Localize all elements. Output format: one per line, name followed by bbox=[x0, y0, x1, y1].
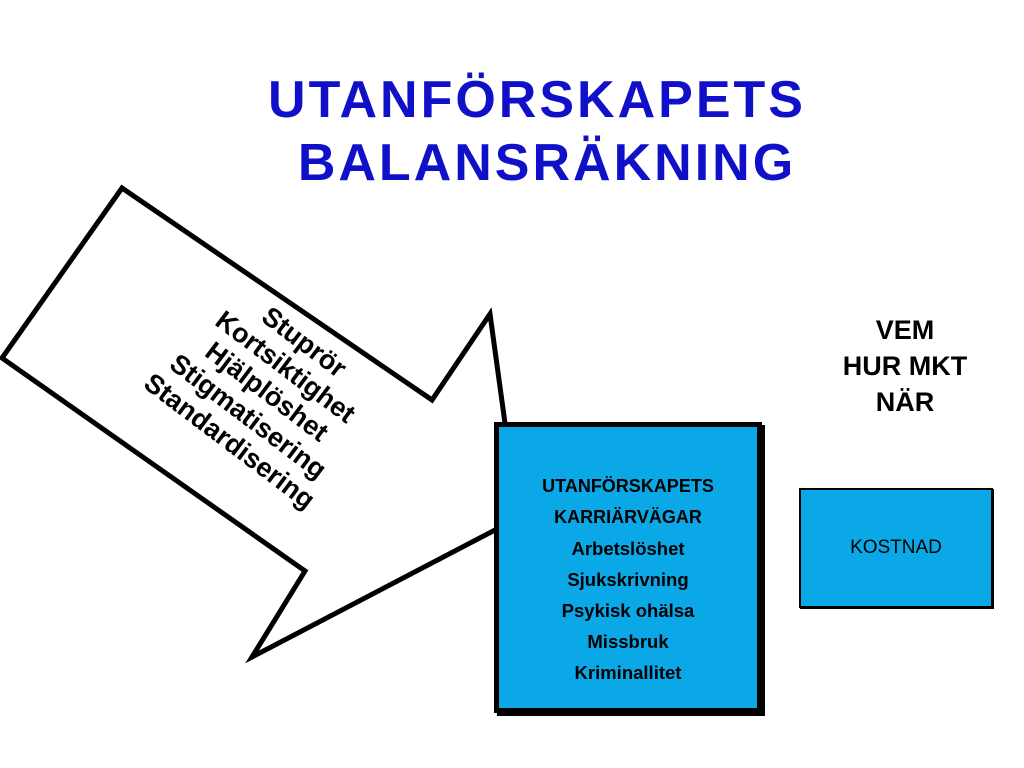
career-box: UTANFÖRSKAPETS KARRIÄRVÄGAR Arbetslöshet… bbox=[494, 422, 762, 713]
question-block: VEM HUR MKT NÄR bbox=[810, 312, 1000, 420]
title-line-2: BALANSRÄKNING bbox=[297, 134, 797, 192]
career-heading-line-1: UTANFÖRSKAPETS bbox=[542, 476, 714, 496]
title-line-1: UTANFÖRSKAPETS bbox=[268, 71, 806, 129]
question-nar: NÄR bbox=[875, 387, 935, 417]
question-hur-mkt: HUR MKT bbox=[842, 351, 968, 381]
career-item-missbruk: Missbruk bbox=[587, 631, 669, 652]
career-heading-line-2: KARRIÄRVÄGAR bbox=[554, 507, 702, 527]
arrow-shape bbox=[0, 184, 521, 664]
cost-label: KOSTNAD bbox=[850, 537, 942, 558]
career-item-psykisk-ohalsa: Psykisk ohälsa bbox=[561, 600, 695, 621]
cost-box: KOSTNAD bbox=[799, 488, 993, 608]
question-vem: VEM bbox=[875, 315, 935, 345]
career-item-sjukskrivning: Sjukskrivning bbox=[567, 569, 689, 590]
career-item-kriminallitet: Kriminallitet bbox=[574, 662, 682, 683]
career-item-arbetsloshet: Arbetslöshet bbox=[571, 538, 685, 559]
